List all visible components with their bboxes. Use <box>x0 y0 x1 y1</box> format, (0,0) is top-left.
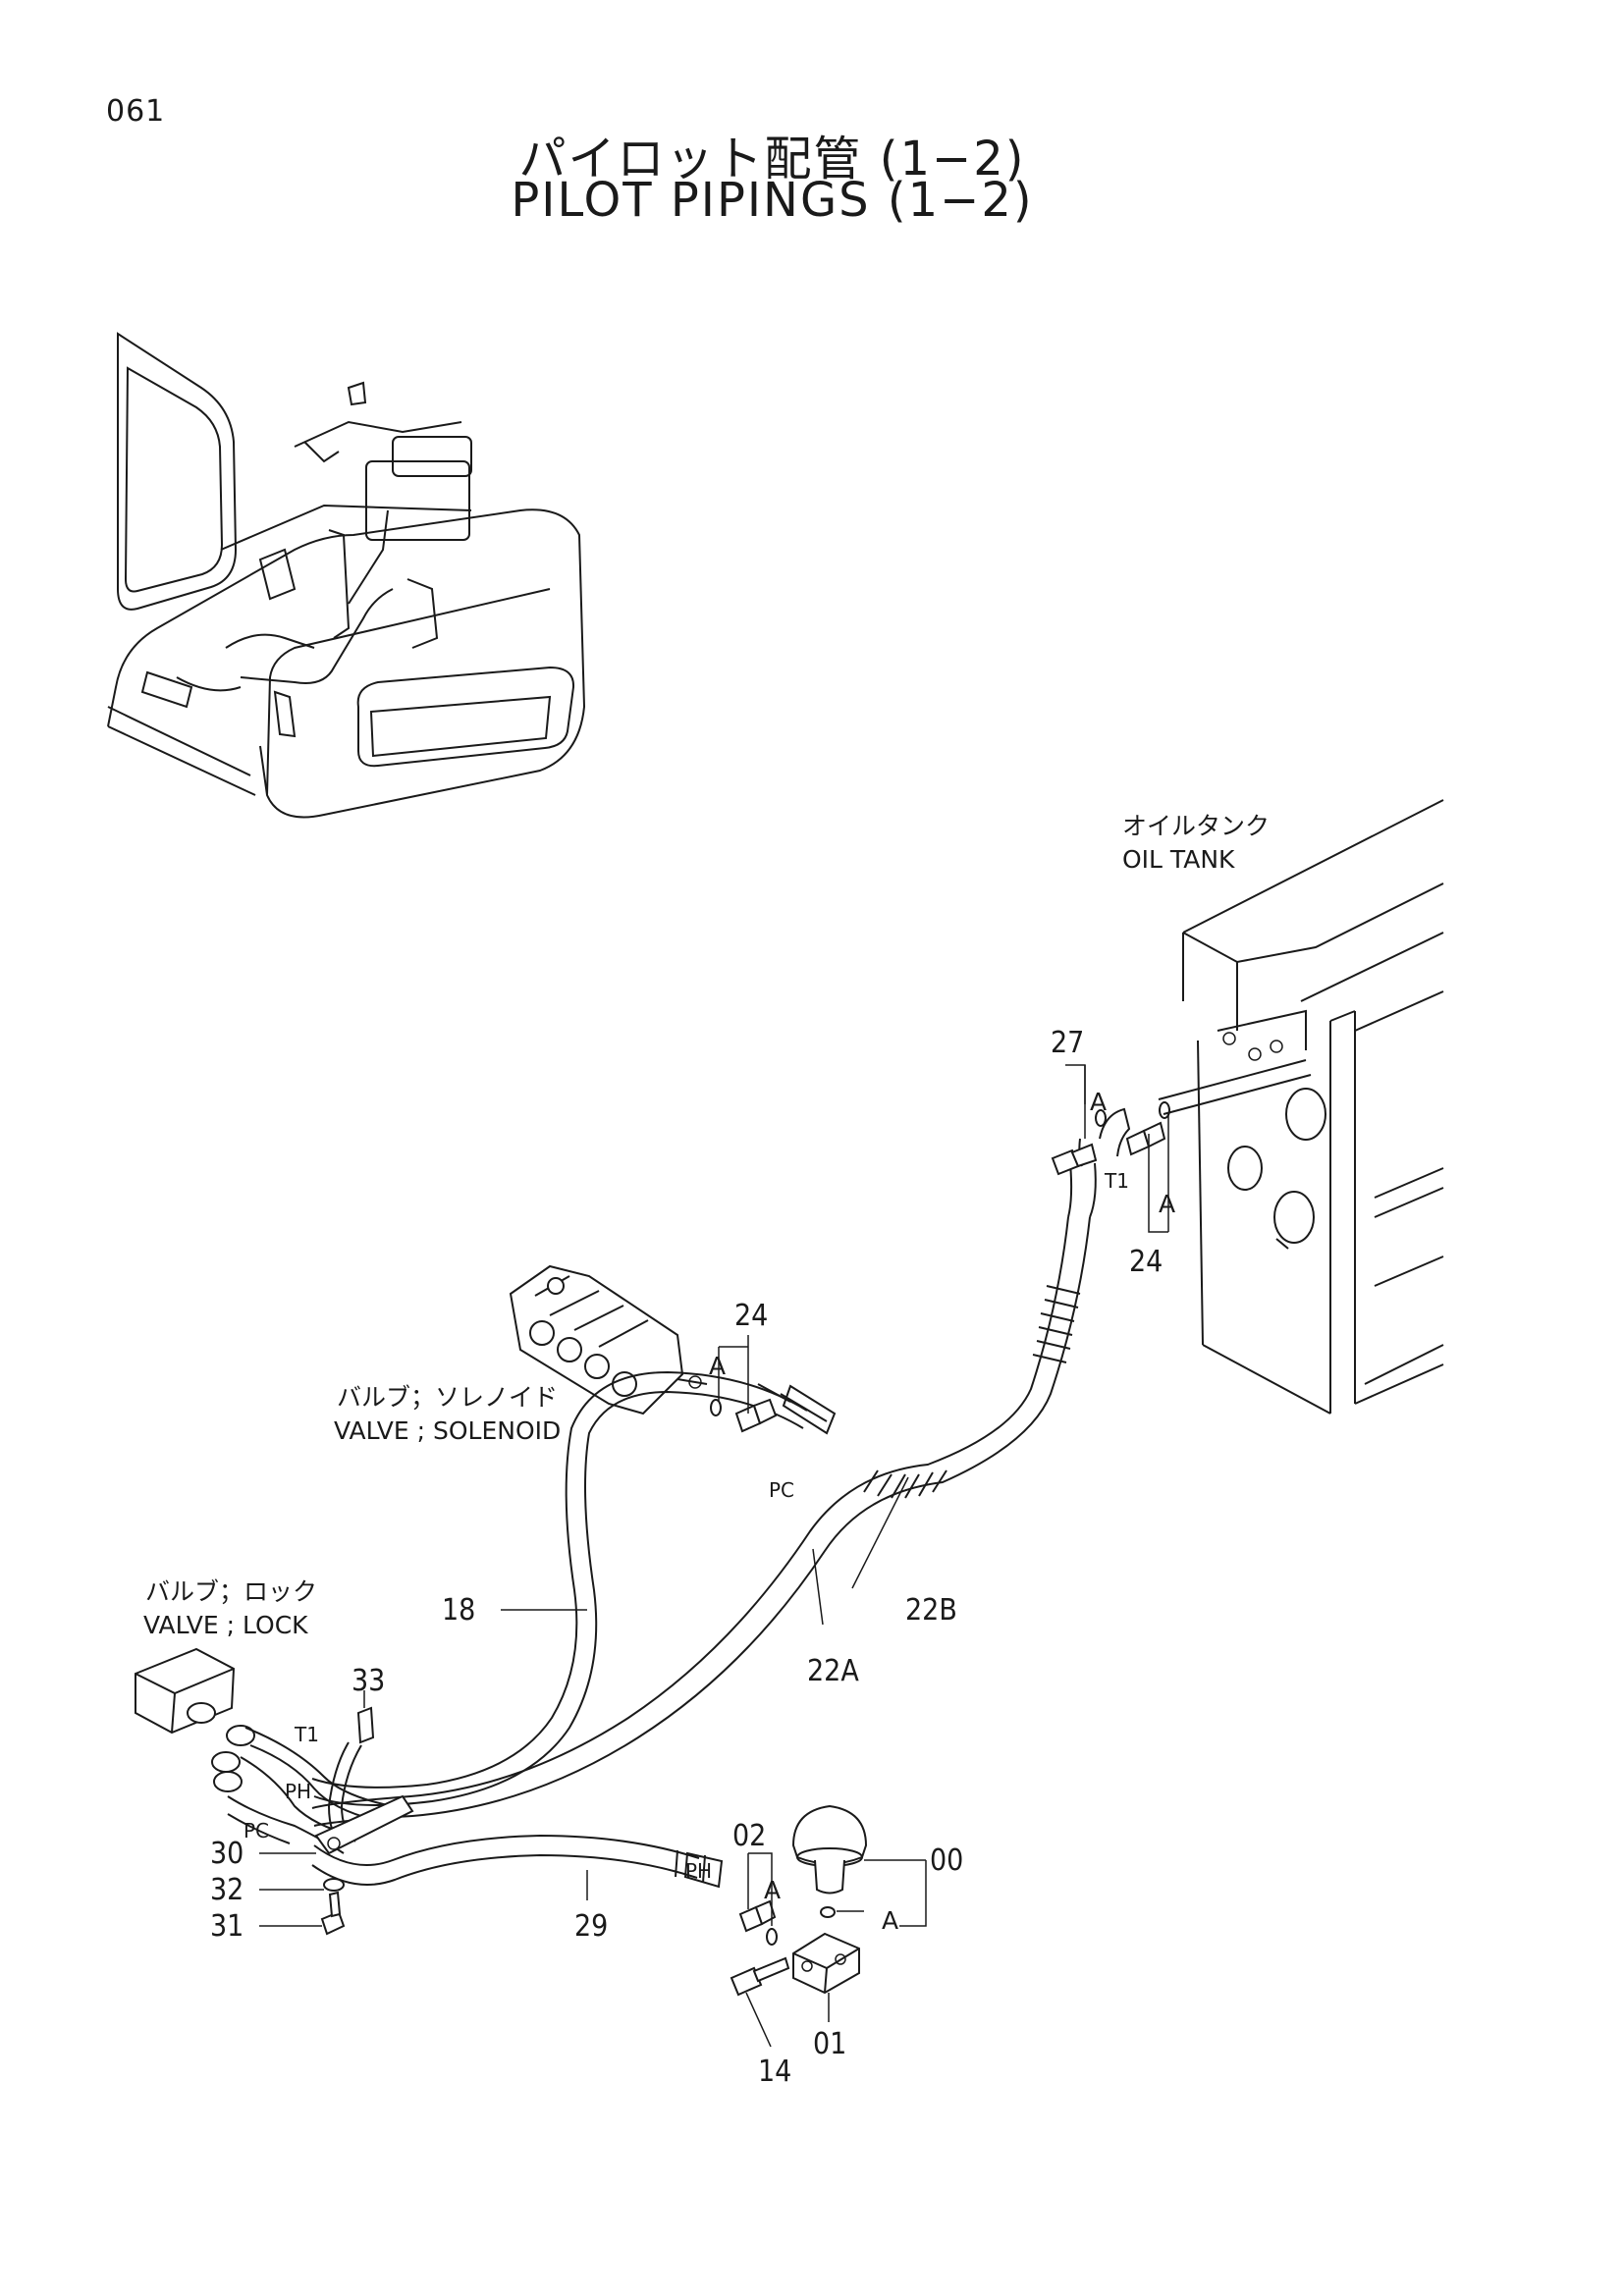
oil-tank-label-jp: オイルタンク <box>1122 812 1270 840</box>
o-ring-02 <box>766 1928 778 1946</box>
port-t1-tank: T1 <box>1104 1169 1129 1193</box>
clamp-assembly <box>314 1706 414 1855</box>
hose-29 <box>311 1834 724 1889</box>
port-pc-solenoid: PC <box>769 1478 794 1502</box>
page-title-en: PILOT PIPINGS (1−2) <box>511 173 1034 228</box>
part-number-24-solenoid: 24 <box>734 1299 768 1333</box>
part-number-02: 02 <box>732 1819 766 1853</box>
group-label-a-27: A <box>1090 1088 1107 1116</box>
fitting-02 <box>738 1899 777 1933</box>
part-number-01: 01 <box>813 2027 846 2061</box>
part-number-29: 29 <box>574 1909 608 1944</box>
o-ring-00 <box>820 1906 836 1918</box>
block-01 <box>792 1932 860 1995</box>
bolt-14 <box>730 1956 790 1997</box>
machine-overview-illustration <box>107 332 586 819</box>
leader-lines <box>259 1064 1169 2048</box>
part-number-14: 14 <box>758 2055 791 2089</box>
part-number-00: 00 <box>930 1843 963 1878</box>
oil-tank-illustration <box>1158 799 1444 1415</box>
lock-valve-label-jp: バルブ；ロック <box>145 1577 317 1606</box>
hose-18 <box>311 1370 837 1806</box>
solenoid-valve-label-en: VALVE ; SOLENOID <box>334 1416 561 1445</box>
part-number-27: 27 <box>1051 1026 1084 1060</box>
port-pc-lock: PC <box>243 1819 269 1842</box>
group-label-a-24-tank: A <box>1159 1190 1175 1218</box>
part-number-18: 18 <box>442 1593 475 1628</box>
o-ring-24-tank <box>1159 1101 1170 1119</box>
solenoid-valve-label-jp: バルブ；ソレノイド <box>337 1383 558 1412</box>
page-number: 061 <box>106 94 166 129</box>
port-ph-lock: PH <box>285 1780 311 1803</box>
part-number-33: 33 <box>352 1664 385 1698</box>
fitting-27 <box>1051 1143 1098 1176</box>
group-label-a-24-solenoid: A <box>709 1352 726 1380</box>
oil-tank-label-en: OIL TANK <box>1122 845 1235 874</box>
part-number-24-tank: 24 <box>1129 1245 1163 1279</box>
part-number-22B: 22B <box>905 1593 957 1628</box>
part-number-32: 32 <box>210 1873 243 1907</box>
bolt-31 <box>320 1891 346 1936</box>
port-ph-hose: PH <box>685 1859 712 1883</box>
group-label-a-02: A <box>764 1876 781 1904</box>
lock-valve-illustration <box>135 1647 255 1792</box>
lock-valve-label-en: VALVE ; LOCK <box>143 1611 308 1639</box>
accumulator-00 <box>791 1804 868 1895</box>
group-label-a-00: A <box>882 1906 898 1935</box>
solenoid-valve-illustration <box>509 1264 708 1415</box>
port-t1-lock: T1 <box>294 1723 319 1746</box>
part-number-31: 31 <box>210 1909 243 1944</box>
page-title-jp: パイロット配管 (1−2) <box>518 132 1026 187</box>
part-number-30: 30 <box>210 1837 243 1871</box>
fitting-24-tank <box>1125 1121 1166 1156</box>
o-ring-24-solenoid <box>710 1399 722 1416</box>
hose-22A-22B <box>311 1107 1131 1827</box>
part-number-22A: 22A <box>807 1654 859 1688</box>
o-ring-27 <box>1095 1109 1107 1127</box>
fitting-24-solenoid <box>734 1398 778 1433</box>
washer-32 <box>323 1878 345 1892</box>
